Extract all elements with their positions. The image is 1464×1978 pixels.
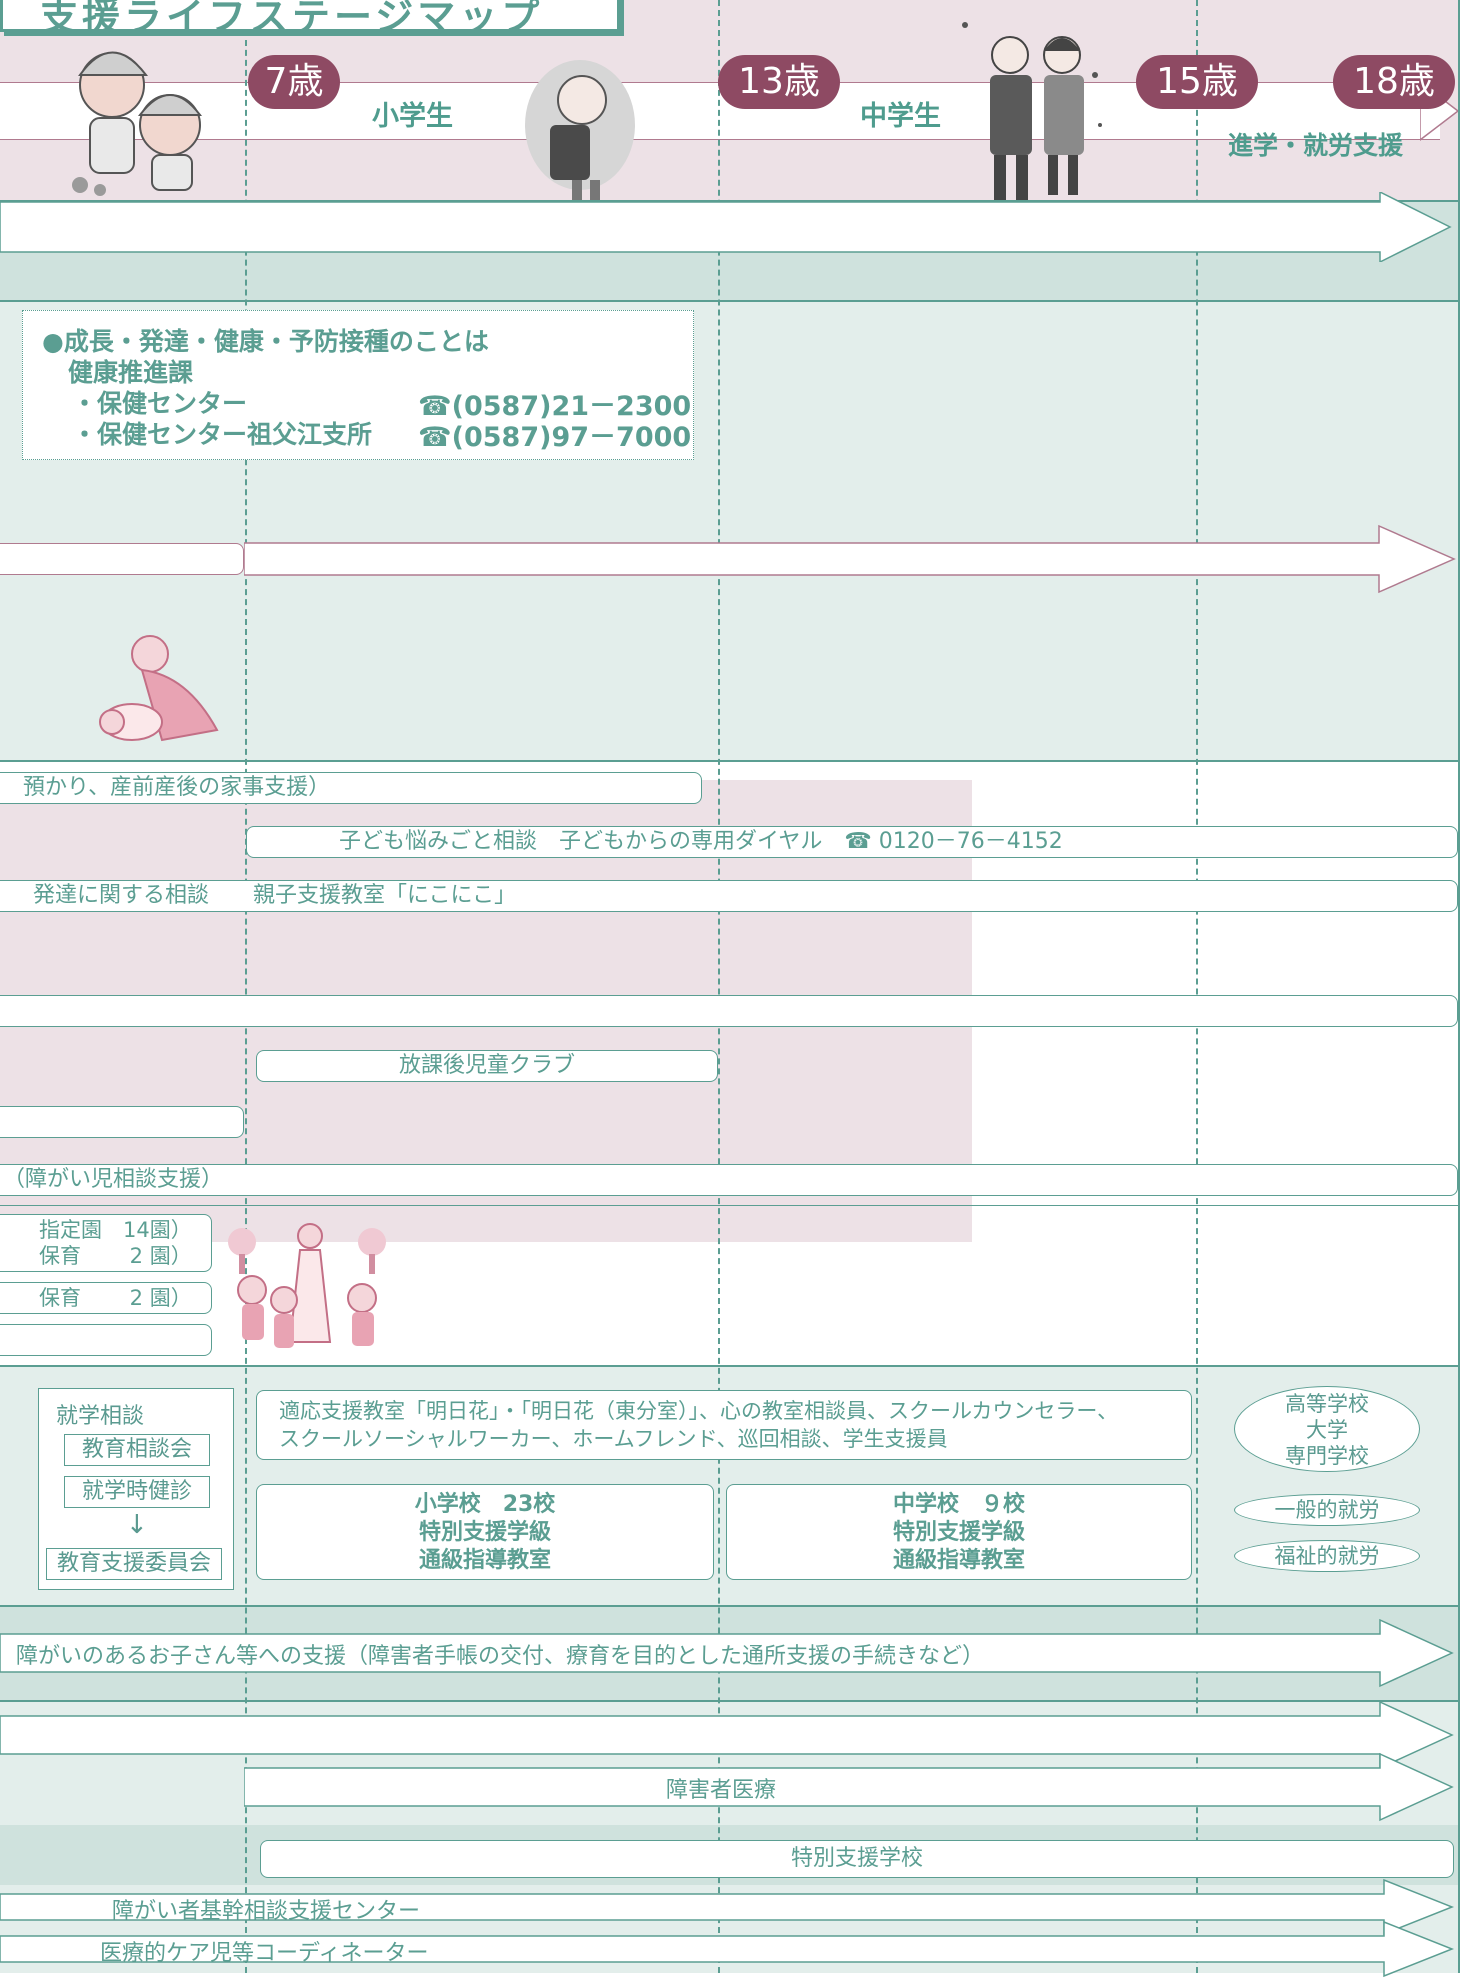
special-school-box: 特別支援学校 [260, 1840, 1454, 1878]
elementary-school-box: 小学校 23校 特別支援学級 通級指導教室 [256, 1484, 714, 1580]
general-work-label: 一般的就労 [1274, 1498, 1380, 1522]
housework-box: 預かり、産前産後の家事支援） [0, 772, 702, 804]
stage-elementary: 小学生 [372, 101, 453, 132]
health-line1-phone[interactable]: ☎(0587)21－2300 [418, 391, 692, 422]
age-line-13 [718, 0, 720, 1973]
graduates-illustration [962, 22, 1102, 200]
rule [0, 1205, 1460, 1206]
higher-line1: 高等学校 [1285, 1392, 1369, 1416]
nursery-box-2: 保育 2 園） [0, 1282, 212, 1314]
caregiver-illustration [99, 635, 219, 742]
disability-support-arrow [0, 1618, 1454, 1688]
empty-row-box [0, 995, 1458, 1027]
after-school-label: 放課後児童クラブ [398, 1053, 575, 1078]
children-illustration [72, 51, 203, 196]
health-line2-label: ・保健センター祖父江支所 [72, 420, 373, 449]
higher-line3: 専門学校 [1285, 1444, 1369, 1468]
school-support-line1: 適応支援教室「明日花」・「明日花（東分室）」、心の教室相談員、スクールカウンセラ… [279, 1399, 1119, 1423]
school-support-box: 適応支援教室「明日花」・「明日花（東分室）」、心の教室相談員、スクールカウンセラ… [256, 1390, 1192, 1460]
coordinator-arrow [0, 1920, 1455, 1978]
blank-arrow [0, 1700, 1454, 1770]
stage-junior-high: 中学生 [860, 101, 941, 132]
elementary-line1: 小学校 23校 [414, 1492, 556, 1517]
disabled-child-consult-label: （障がい児相談支援） [3, 1167, 224, 1192]
center-arrow [0, 1878, 1455, 1936]
nursery-box-1: 指定園 14園） 保育 2 園） [0, 1214, 212, 1272]
medical-label: 障害者医療 [666, 1778, 777, 1803]
junior-line3: 通級指導教室 [892, 1548, 1025, 1573]
junior-line1: 中学校 ９校 [892, 1492, 1025, 1517]
committee-box: 教育支援委員会 [46, 1548, 222, 1580]
housework-label: 預かり、産前産後の家事支援） [23, 775, 331, 800]
development-label: 発達に関する相談 親子支援教室「にこにこ」 [33, 883, 517, 908]
nursery-1b-label: 保育 2 園） [39, 1244, 192, 1268]
age-badge-13: 13歳 [718, 55, 840, 109]
lifespan-arrow-1 [0, 192, 1452, 262]
committee-label: 教育支援委員会 [56, 1551, 211, 1576]
development-box: 発達に関する相談 親子支援教室「にこにこ」 [0, 880, 1458, 912]
rule [0, 200, 1460, 202]
disability-support-label: 障がいのあるお子さん等への支援（障害者手帳の交付、療育を目的とした通所支援の手続… [16, 1644, 985, 1669]
junior-high-box: 中学校 ９校 特別支援学級 通級指導教室 [726, 1484, 1192, 1580]
page-title: 支援ライフステージマップ [40, 0, 544, 39]
coordinator-label: 医療的ケア児等コーディネーター [100, 1941, 429, 1966]
title-box [0, 0, 620, 32]
enroll-item-1-box: 教育相談会 [64, 1434, 210, 1466]
family-walk-illustration [228, 1223, 386, 1348]
child-hotline-box: 子ども悩みごと相談 子どもからの専用ダイヤル ☎ 0120－76－4152 [246, 826, 1458, 858]
right-border [1458, 0, 1460, 1973]
elementary-line2: 特別支援学級 [418, 1520, 551, 1545]
age-badge-18: 18歳 [1333, 55, 1455, 109]
nursery-2-label: 保育 2 園） [39, 1286, 192, 1310]
health-line2-phone[interactable]: ☎(0587)97－7000 [418, 422, 692, 453]
student-illustration [525, 60, 635, 200]
junior-line2: 特別支援学級 [892, 1520, 1025, 1545]
enroll-title: 就学相談 [56, 1404, 145, 1429]
school-support-line2: スクールソーシャルワーカー、ホームフレンド、巡回相談、学生支援員 [279, 1427, 948, 1451]
age-line-7 [245, 0, 247, 1973]
medical-arrow [244, 1752, 1454, 1822]
rule [0, 1605, 1460, 1607]
enroll-item-2-box: 就学時健診 [64, 1476, 210, 1508]
nursery-1a-label: 指定園 14園） [39, 1218, 192, 1242]
health-heading: ●成長・発達・健康・予防接種のことは [42, 327, 489, 356]
nursery-box-3 [0, 1324, 212, 1356]
health-dept: 健康推進課 [68, 358, 194, 387]
higher-education-ellipse: 高等学校 大学 専門学校 [1234, 1386, 1420, 1472]
pink-arrow [244, 524, 1456, 594]
enroll-item-1: 教育相談会 [81, 1437, 192, 1462]
health-info-box [22, 310, 694, 460]
welfare-work-ellipse: 福祉的就労 [1234, 1540, 1420, 1572]
rule [0, 1365, 1460, 1367]
general-work-ellipse: 一般的就労 [1234, 1494, 1420, 1526]
short-box [0, 1106, 244, 1138]
age-line-15 [1196, 0, 1198, 1973]
enroll-item-2: 就学時健診 [81, 1479, 192, 1504]
age-badge-7: 7歳 [248, 55, 340, 109]
after-school-box: 放課後児童クラブ [256, 1050, 718, 1082]
stage-advancement: 進学・就労支援 [1228, 131, 1404, 160]
age-badge-15: 15歳 [1136, 55, 1258, 109]
pink-short-box [0, 543, 244, 575]
higher-line2: 大学 [1306, 1418, 1348, 1442]
special-school-label: 特別支援学校 [790, 1846, 923, 1871]
rule [0, 300, 1460, 302]
disabled-child-consult-box: （障がい児相談支援） [0, 1164, 1458, 1196]
rule [0, 760, 1460, 762]
welfare-work-label: 福祉的就労 [1274, 1544, 1380, 1568]
elementary-line3: 通級指導教室 [418, 1548, 551, 1573]
health-line1-label: ・保健センター [72, 389, 248, 418]
enroll-down-arrow: ↓ [126, 1510, 148, 1540]
center-label: 障がい者基幹相談支援センター [112, 1899, 421, 1924]
rule [0, 1700, 1460, 1702]
child-hotline-label[interactable]: 子ども悩みごと相談 子どもからの専用ダイヤル ☎ 0120－76－4152 [339, 829, 1063, 854]
